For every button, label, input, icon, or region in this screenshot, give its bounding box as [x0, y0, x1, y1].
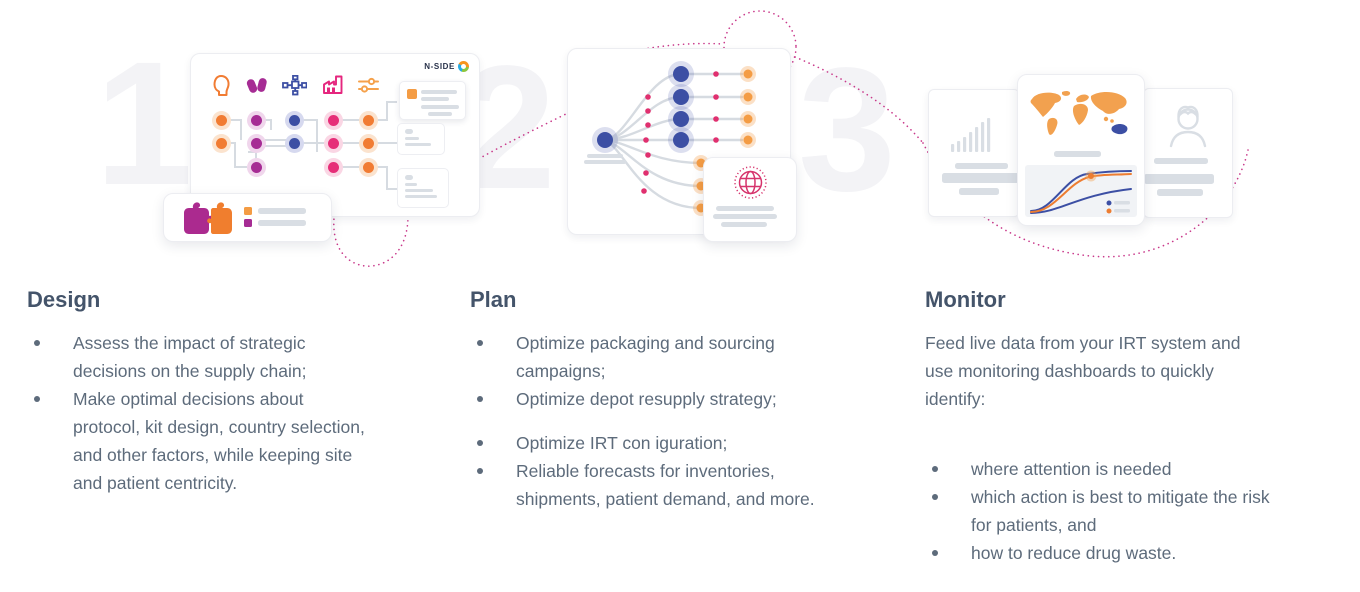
- result-minicard: [397, 168, 449, 208]
- design-bullet-list: Assess the impact of strategic decisions…: [27, 329, 405, 497]
- placeholder-line: [1144, 174, 1214, 184]
- network-node: [288, 114, 300, 126]
- plan-heading: Plan: [470, 287, 517, 312]
- nside-logo-text: N-SIDE: [424, 62, 455, 71]
- step-number-3: 3: [798, 32, 896, 228]
- avatar-icon: [1169, 105, 1207, 148]
- map-australia: [1111, 124, 1128, 135]
- head-icon: [213, 75, 230, 96]
- placeholder-square: [405, 175, 413, 180]
- highlight-dot: [1088, 173, 1094, 179]
- placeholder-line: [587, 154, 623, 158]
- placeholder-line: [421, 97, 449, 101]
- monitor-bars-card: [928, 89, 1020, 217]
- bullet-item: where attention is needed: [925, 455, 1283, 483]
- nside-logo-icon: [458, 61, 469, 72]
- network-node: [327, 137, 339, 149]
- network-node: [327, 114, 339, 126]
- design-illustration-card: N-SIDE: [190, 53, 480, 217]
- step-number-1: 1: [95, 26, 193, 222]
- placeholder-line: [942, 173, 1019, 183]
- result-minicard: [399, 81, 466, 120]
- plan-column: Plan Optimize packaging and sourcing cam…: [470, 287, 870, 513]
- pink-waypoints: [641, 71, 719, 194]
- pills-icon: [246, 78, 267, 93]
- placeholder-square: [405, 129, 413, 134]
- placeholder-line: [258, 220, 306, 226]
- bullet-item: which action is best to mitigate the ris…: [925, 483, 1283, 539]
- monitor-heading: Monitor: [925, 287, 1006, 312]
- placeholder-line: [721, 222, 767, 227]
- design-column: Design Assess the impact of strategic de…: [27, 287, 405, 497]
- illustration-band: 1 2 3 N-SIDE: [0, 0, 1360, 280]
- monitor-intro: Feed live data from your IRT system and …: [925, 333, 1241, 409]
- legend-square-purple: [244, 219, 252, 227]
- bullet-item: Optimize depot resupply strategy;: [470, 385, 841, 413]
- bullet-item: Assess the impact of strategic decisions…: [27, 329, 373, 385]
- placeholder-line: [405, 137, 419, 140]
- placeholder-line: [1154, 158, 1208, 164]
- bullet-item: Make optimal decisions about protocol, k…: [27, 385, 373, 497]
- root-node: [592, 127, 618, 153]
- placeholder-line: [258, 208, 306, 214]
- network-node: [362, 161, 374, 173]
- sitemap-icon: [282, 75, 307, 96]
- bullet-item: Reliable forecasts for inventories, ship…: [470, 457, 841, 513]
- placeholder-line: [421, 105, 459, 109]
- bullet-item: Optimize IRT con iguration;: [470, 429, 841, 457]
- globe-card: [703, 157, 797, 242]
- network-node: [362, 137, 374, 149]
- placeholder-line: [405, 189, 433, 192]
- dotted-exit-mid: [794, 56, 924, 144]
- network-node: [250, 114, 262, 126]
- placeholder-line: [713, 214, 777, 219]
- puzzle-icon: [184, 202, 232, 234]
- network-connectors: [228, 101, 397, 190]
- network-node: [327, 161, 339, 173]
- s-curve-chart: [1025, 165, 1137, 217]
- plan-illustration-card: [567, 48, 791, 235]
- bullet-item: Optimize packaging and sourcing campaign…: [470, 329, 841, 385]
- bar-chart-icon: [951, 118, 991, 152]
- network-node: [215, 114, 227, 126]
- placeholder-line: [405, 195, 437, 198]
- placeholder-line: [421, 90, 457, 94]
- placeholder-line: [405, 143, 431, 146]
- placeholder-line: [428, 112, 452, 116]
- minicard-bullet-square: [407, 89, 417, 99]
- placeholder-line: [1054, 151, 1101, 157]
- placeholder-line: [716, 206, 774, 211]
- network-node: [215, 137, 227, 149]
- design-heading: Design: [27, 287, 101, 312]
- placeholder-line: [405, 183, 417, 186]
- branch-nodes: [668, 61, 694, 153]
- puzzle-card: [163, 193, 332, 242]
- placeholder-line: [955, 163, 1008, 169]
- network-node: [250, 161, 262, 173]
- globe-icon: [734, 166, 767, 199]
- placeholder-line: [1157, 189, 1203, 196]
- placeholder-line: [959, 188, 999, 195]
- world-map: [1030, 90, 1128, 135]
- nside-logo-hole: [461, 64, 466, 69]
- s-curve-lines: [1030, 170, 1132, 214]
- network-node: [362, 114, 374, 126]
- sliders-icon: [358, 77, 379, 93]
- monitor-map-card: [1017, 74, 1145, 226]
- plan-bullet-list: Optimize packaging and sourcing campaign…: [470, 329, 870, 513]
- factory-icon: [323, 75, 343, 94]
- placeholder-line: [584, 160, 626, 164]
- network-node: [288, 137, 300, 149]
- result-minicard: [397, 123, 445, 155]
- chart-legend: [1106, 200, 1130, 214]
- legend-square-orange: [244, 207, 252, 215]
- network-node: [250, 137, 262, 149]
- monitor-avatar-card: [1143, 88, 1233, 218]
- monitor-column: Monitor Feed live data from your IRT sys…: [925, 287, 1325, 567]
- nside-logo: N-SIDE: [424, 61, 469, 72]
- bullet-item: how to reduce drug waste.: [925, 539, 1283, 567]
